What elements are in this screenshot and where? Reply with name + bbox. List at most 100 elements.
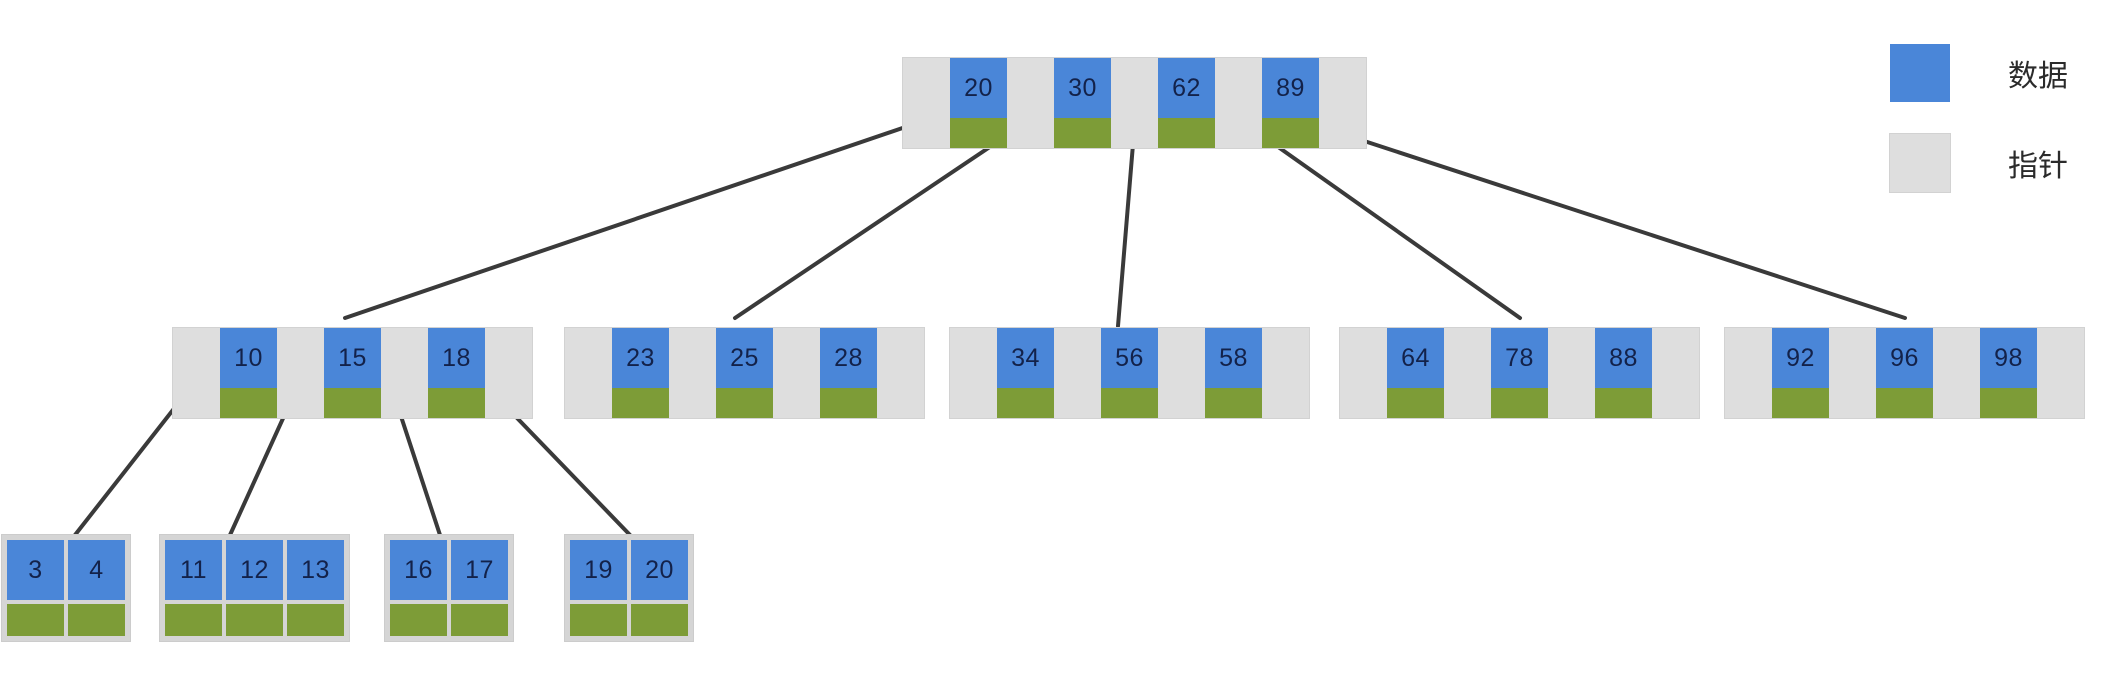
legend-item-pointer: 指针 — [1890, 130, 2068, 196]
key-slot[interactable]: 58 — [1205, 328, 1262, 418]
key-cell[interactable]: 18 — [428, 328, 485, 388]
key-slot[interactable]: 56 — [1101, 328, 1158, 418]
key-slot[interactable]: 64 — [1387, 328, 1444, 418]
pointer-cell[interactable] — [1829, 328, 1876, 388]
pointer-cell[interactable] — [1548, 328, 1595, 388]
pointer-cell[interactable] — [669, 328, 716, 388]
key-slot[interactable]: 62 — [1158, 58, 1215, 148]
key-slot[interactable]: 12 — [226, 540, 283, 636]
key-cell[interactable]: 58 — [1205, 328, 1262, 388]
key-cell[interactable]: 64 — [1387, 328, 1444, 388]
child-block — [820, 388, 877, 418]
key-slot[interactable]: 92 — [1772, 328, 1829, 418]
pointer-cell[interactable] — [1340, 328, 1387, 388]
key-slot[interactable]: 11 — [165, 540, 222, 636]
key-cell[interactable]: 89 — [1262, 58, 1319, 118]
pointer-cell[interactable] — [903, 58, 950, 118]
key-cell[interactable]: 34 — [997, 328, 1054, 388]
key-slot[interactable]: 10 — [220, 328, 277, 418]
key-cell[interactable]: 56 — [1101, 328, 1158, 388]
key-cell[interactable]: 62 — [1158, 58, 1215, 118]
key-slot[interactable]: 25 — [716, 328, 773, 418]
pointer-cell[interactable] — [1215, 58, 1262, 118]
pointer-cell[interactable] — [1652, 328, 1699, 388]
key-slot[interactable]: 96 — [1876, 328, 1933, 418]
btree-node-internal-1[interactable]: 10 15 18 — [173, 328, 532, 418]
key-slot[interactable]: 20 — [631, 540, 688, 636]
pointer-cell[interactable] — [1007, 58, 1054, 118]
key-slot[interactable]: 88 — [1595, 328, 1652, 418]
key-cell[interactable]: 19 — [570, 540, 627, 600]
legend-swatch-pointer-icon — [1890, 134, 1950, 192]
key-slot[interactable]: 19 — [570, 540, 627, 636]
key-slot[interactable]: 89 — [1262, 58, 1319, 148]
key-slot[interactable]: 17 — [451, 540, 508, 636]
child-block — [1205, 388, 1262, 418]
pointer-cell[interactable] — [485, 328, 532, 388]
pointer-cell[interactable] — [565, 328, 612, 388]
child-block — [451, 604, 508, 636]
key-cell[interactable]: 17 — [451, 540, 508, 600]
key-slot[interactable]: 15 — [324, 328, 381, 418]
pointer-cell[interactable] — [773, 328, 820, 388]
key-slot[interactable]: 20 — [950, 58, 1007, 148]
key-slot[interactable]: 16 — [390, 540, 447, 636]
pointer-cell[interactable] — [277, 328, 324, 388]
pointer-cell[interactable] — [1319, 58, 1366, 118]
key-cell[interactable]: 16 — [390, 540, 447, 600]
key-slot[interactable]: 23 — [612, 328, 669, 418]
btree-node-internal-4[interactable]: 64 78 88 — [1340, 328, 1699, 418]
pointer-cell[interactable] — [2037, 328, 2084, 388]
key-cell[interactable]: 20 — [950, 58, 1007, 118]
legend-swatch-data-icon — [1890, 44, 1950, 102]
btree-node-internal-5[interactable]: 92 96 98 — [1725, 328, 2084, 418]
key-cell[interactable]: 11 — [165, 540, 222, 600]
key-slot[interactable]: 98 — [1980, 328, 2037, 418]
pointer-cell[interactable] — [1725, 328, 1772, 388]
pointer-cell[interactable] — [1158, 328, 1205, 388]
btree-node-internal-3[interactable]: 34 56 58 — [950, 328, 1309, 418]
key-cell[interactable]: 15 — [324, 328, 381, 388]
pointer-cell[interactable] — [1111, 58, 1158, 118]
pointer-cell[interactable] — [1933, 328, 1980, 388]
key-cell[interactable]: 12 — [226, 540, 283, 600]
key-cell[interactable]: 78 — [1491, 328, 1548, 388]
key-cell[interactable]: 96 — [1876, 328, 1933, 388]
btree-node-leaf-3[interactable]: 16 17 — [385, 535, 513, 641]
key-cell[interactable]: 30 — [1054, 58, 1111, 118]
key-slot[interactable]: 4 — [68, 540, 125, 636]
pointer-cell[interactable] — [877, 328, 924, 388]
key-cell[interactable]: 28 — [820, 328, 877, 388]
key-cell[interactable]: 20 — [631, 540, 688, 600]
pointer-cell[interactable] — [950, 328, 997, 388]
key-cell[interactable]: 25 — [716, 328, 773, 388]
key-cell[interactable]: 3 — [7, 540, 64, 600]
child-block — [390, 604, 447, 636]
pointer-cell[interactable] — [1262, 328, 1309, 388]
key-slot[interactable]: 13 — [287, 540, 344, 636]
key-cell[interactable]: 10 — [220, 328, 277, 388]
child-block — [1387, 388, 1444, 418]
key-slot[interactable]: 78 — [1491, 328, 1548, 418]
key-slot[interactable]: 28 — [820, 328, 877, 418]
key-slot[interactable]: 30 — [1054, 58, 1111, 148]
btree-node-leaf-4[interactable]: 19 20 — [565, 535, 693, 641]
pointer-cell[interactable] — [1444, 328, 1491, 388]
pointer-cell[interactable] — [1054, 328, 1101, 388]
btree-node-leaf-2[interactable]: 11 12 13 — [160, 535, 349, 641]
btree-node-internal-2[interactable]: 23 25 28 — [565, 328, 924, 418]
key-slot[interactable]: 18 — [428, 328, 485, 418]
key-cell[interactable]: 92 — [1772, 328, 1829, 388]
key-cell[interactable]: 23 — [612, 328, 669, 388]
pointer-cell[interactable] — [381, 328, 428, 388]
key-cell[interactable]: 88 — [1595, 328, 1652, 388]
key-slot[interactable]: 34 — [997, 328, 1054, 418]
key-cell[interactable]: 98 — [1980, 328, 2037, 388]
btree-node-root[interactable]: 20 30 62 89 — [903, 58, 1366, 148]
edge-root-to-n3 — [1116, 118, 1137, 328]
key-slot[interactable]: 3 — [7, 540, 64, 636]
key-cell[interactable]: 4 — [68, 540, 125, 600]
pointer-cell[interactable] — [173, 328, 220, 388]
key-cell[interactable]: 13 — [287, 540, 344, 600]
btree-node-leaf-1[interactable]: 3 4 — [2, 535, 130, 641]
